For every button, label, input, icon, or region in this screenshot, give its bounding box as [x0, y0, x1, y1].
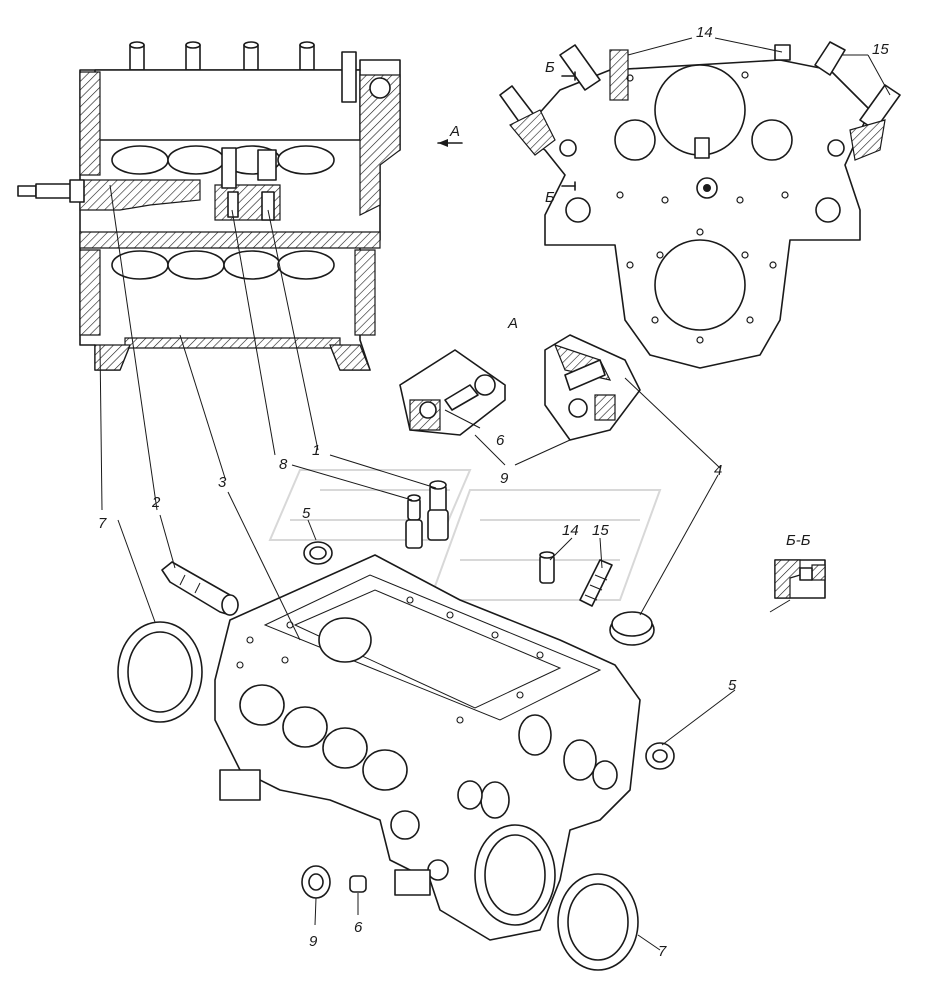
callout-3: 3: [218, 474, 227, 491]
callout-5-top: 5: [302, 505, 311, 522]
cylinder-block-iso: [214, 554, 641, 941]
callout-labels: 1 2 3 4 5 5 6 6 7 7 8 9 9 14 14 15 15: [98, 24, 889, 960]
section-bb-label: Б-Б: [786, 532, 811, 549]
iso-bosses: [390, 714, 618, 881]
part-6-bushing: [349, 875, 367, 893]
top-studs: [129, 41, 315, 71]
callout-6-bottom: 6: [354, 919, 363, 936]
front-right-studs: [814, 41, 901, 161]
part-7-ring-left: [117, 621, 203, 723]
callout-14-top: 14: [696, 24, 713, 41]
callout-15-loose: 15: [592, 522, 609, 539]
callout-7-left: 7: [98, 515, 107, 532]
part-9-plug-bottom: [301, 865, 331, 899]
part-4-plug: [609, 611, 655, 646]
view-a-detail-label: A: [507, 315, 518, 332]
callout-4: 4: [714, 462, 722, 479]
callout-1: 1: [312, 442, 320, 459]
part-5-plug-right: [645, 742, 675, 770]
callout-15-top: 15: [872, 41, 889, 58]
part-5-plug-top: [303, 541, 333, 565]
callout-8: 8: [279, 456, 288, 473]
callout-9-detail: 9: [500, 470, 509, 487]
part-14-pin: [539, 551, 555, 584]
iso-bores: [239, 617, 408, 791]
front-bolt-holes: [616, 71, 789, 344]
iso-deck-holes: [236, 596, 544, 724]
callout-9-bottom: 9: [309, 933, 318, 950]
view-a-arrow-label: A: [449, 123, 460, 140]
view-a-indicator: A: [437, 123, 463, 147]
section-b-top-label: Б: [545, 59, 555, 76]
callout-6-detail: 6: [496, 432, 505, 449]
side-section-view: [17, 41, 401, 371]
section-bb-detail: [774, 559, 826, 599]
callout-2: 2: [151, 494, 161, 511]
section-b-bottom-label: Б: [545, 189, 555, 206]
part-15-stud: [579, 559, 613, 607]
part-7-ring-right: [557, 873, 639, 971]
detail-a-right: [544, 334, 641, 441]
part-1-8-dowels: [405, 480, 449, 549]
callout-14-loose: 14: [562, 522, 579, 539]
part-2-fitting: [161, 561, 239, 616]
detail-a-left: [399, 349, 506, 436]
leader-lines: [99, 37, 891, 951]
front-left-studs: [499, 44, 601, 156]
callout-5-right: 5: [728, 677, 737, 694]
callout-7-right: 7: [658, 943, 667, 960]
front-view: [499, 41, 901, 369]
